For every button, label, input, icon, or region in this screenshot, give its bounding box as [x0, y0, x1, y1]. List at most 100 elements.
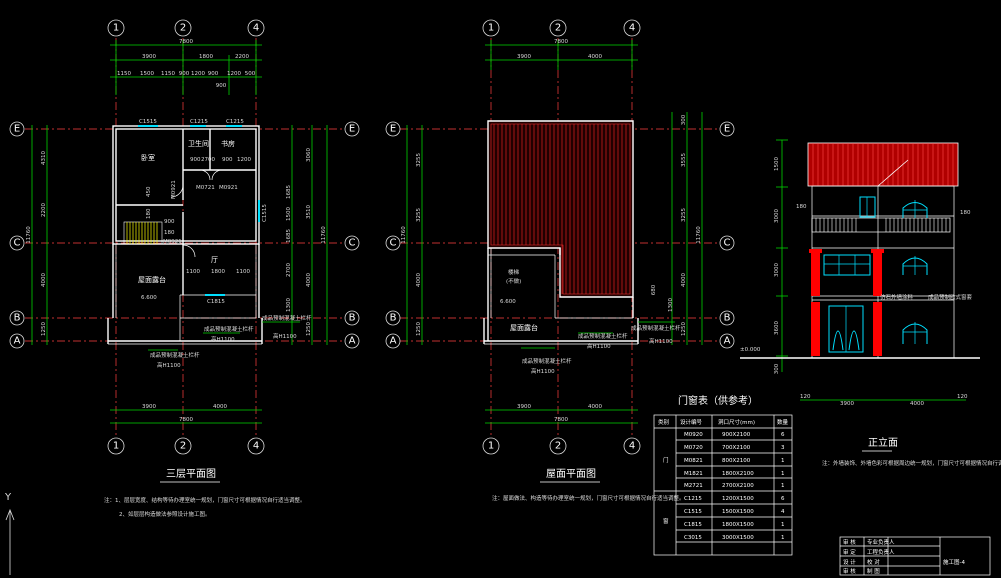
table-group: 门: [663, 456, 669, 464]
third-floor-plan: 1 2 4 1 2 4 E C B A E C B A 7800 3900 18…: [9, 19, 360, 518]
svg-text:1300: 1300: [286, 298, 292, 312]
axis-bubble: 1: [482, 437, 500, 455]
code-label: M0921: [219, 185, 238, 191]
table-row: M0920 900X2100 6: [684, 432, 785, 438]
svg-text:11760: 11760: [26, 226, 32, 244]
svg-text:1300: 1300: [668, 298, 674, 312]
svg-text:高H1100: 高H1100: [587, 342, 611, 350]
svg-text:C: C: [390, 238, 397, 249]
table-title: 门窗表（供参考）: [678, 394, 758, 407]
axis-bubble: E: [9, 121, 25, 137]
axis-bubble: B: [385, 310, 401, 326]
svg-text:Y: Y: [4, 492, 12, 503]
svg-text:E: E: [390, 124, 396, 135]
svg-text:2: 2: [180, 441, 186, 452]
svg-text:4000: 4000: [213, 404, 227, 410]
door-window-table: 门窗表（供参考） 类别 设计编号 洞口尺寸(mm) 数量 门 窗 M0920 9…: [653, 394, 793, 556]
svg-text:3: 3: [781, 445, 785, 451]
svg-text:3000: 3000: [774, 209, 780, 223]
svg-text:3255: 3255: [416, 208, 422, 222]
svg-text:4: 4: [781, 509, 785, 515]
svg-text:高H1100: 高H1100: [211, 335, 235, 343]
dim-text: 900: [208, 71, 219, 77]
window-marks: [138, 125, 260, 296]
code-label: C1815: [207, 299, 225, 305]
svg-text:M0920: M0920: [684, 432, 703, 438]
svg-text:A: A: [390, 336, 397, 347]
svg-text:3000: 3000: [774, 263, 780, 277]
svg-text:2: 2: [555, 441, 561, 452]
svg-text:120: 120: [800, 394, 811, 400]
svg-text:900: 900: [190, 157, 201, 163]
room-label: 屋面露台: [138, 275, 166, 284]
svg-text:C1815: C1815: [684, 522, 702, 528]
axis-bubble: A: [719, 333, 735, 349]
svg-text:300: 300: [681, 114, 687, 125]
svg-text:4: 4: [629, 23, 635, 34]
svg-text:C3015: C3015: [684, 535, 702, 541]
dim-text: 1150: [117, 71, 131, 77]
dim-text: 7800: [179, 39, 193, 45]
svg-text:1500X1500: 1500X1500: [722, 509, 754, 515]
svg-text:高H1100: 高H1100: [273, 332, 297, 340]
dim-text: 1150: [161, 71, 175, 77]
table-row: C3015 3000X1500 1: [684, 535, 785, 541]
svg-text:高H1100: 高H1100: [649, 337, 673, 345]
room-label: 书房: [221, 139, 235, 148]
dim-text: 1200: [227, 71, 241, 77]
svg-text:成品预制混凝土栏杆: 成品预制混凝土栏杆: [631, 324, 681, 332]
svg-text:B: B: [14, 313, 21, 324]
svg-text:E: E: [349, 124, 355, 135]
svg-text:C1215: C1215: [684, 496, 702, 502]
dim-text: 900: [179, 71, 190, 77]
svg-text:4000: 4000: [910, 401, 924, 407]
svg-text:300: 300: [774, 363, 780, 374]
table-header: 洞口尺寸(mm): [718, 418, 755, 426]
code-label: M0721: [196, 185, 215, 191]
walls: [107, 125, 263, 345]
sheet-number: 施工图-4: [943, 558, 965, 566]
plan-title: 屋面平面图: [546, 468, 596, 480]
svg-text:B: B: [390, 313, 397, 324]
svg-text:4: 4: [629, 441, 635, 452]
svg-text:制 图: 制 图: [867, 567, 880, 575]
svg-text:M2721: M2721: [684, 483, 703, 489]
svg-text:4000: 4000: [41, 273, 47, 287]
axis-bubble: A: [385, 333, 401, 349]
svg-text:120: 120: [957, 394, 968, 400]
table-row: M2721 2700X2100 1: [684, 483, 785, 489]
svg-text:审 定: 审 定: [843, 548, 856, 556]
svg-text:1250: 1250: [306, 322, 312, 336]
svg-text:4: 4: [253, 23, 259, 34]
material-label: 仿石外墙涂料: [880, 293, 914, 301]
svg-text:1500: 1500: [286, 207, 292, 221]
svg-text:900X2100: 900X2100: [722, 432, 751, 438]
front-elevation: 1500 3000 3000 3600 300 180 180: [740, 139, 1001, 467]
svg-text:1100: 1100: [236, 269, 250, 275]
window-icon: [823, 254, 871, 276]
svg-text:6: 6: [781, 496, 785, 502]
dimension-chain-top: 7800 3900 1800 2200 1150 1500 1150 900 1…: [110, 39, 262, 95]
elevation-body: [811, 185, 955, 359]
ucs-axis-icon: Y: [4, 492, 15, 575]
svg-text:2700: 2700: [286, 263, 292, 277]
axis-bubble: B: [9, 310, 25, 326]
table-group: 窗: [663, 517, 669, 525]
level-mark: 6.600: [141, 295, 157, 301]
plan-title: 三层平面图: [166, 468, 216, 480]
axis-bubble: E: [719, 121, 735, 137]
svg-text:专业负责人: 专业负责人: [867, 538, 895, 546]
svg-text:11760: 11760: [321, 226, 327, 244]
plan-note: 2、如层层构造做法参照设计施工图。: [119, 510, 211, 518]
svg-text:2700: 2700: [201, 157, 215, 163]
axis-bubble: E: [344, 121, 360, 137]
svg-text:A: A: [349, 336, 356, 347]
svg-text:1: 1: [113, 441, 119, 452]
svg-text:3255: 3255: [416, 153, 422, 167]
callouts: 成品预制混凝土栏杆 高H1100 成品预制混凝土栏杆 高H1100 成品预制混凝…: [148, 314, 312, 369]
title-block: 审 核 专业负责人 审 定 工程负责人 设 计 校 对 审 核 制 图 施工图-…: [839, 536, 991, 576]
code-label: C1515: [139, 119, 157, 125]
svg-text:1: 1: [781, 458, 785, 464]
svg-text:1200: 1200: [237, 157, 251, 163]
